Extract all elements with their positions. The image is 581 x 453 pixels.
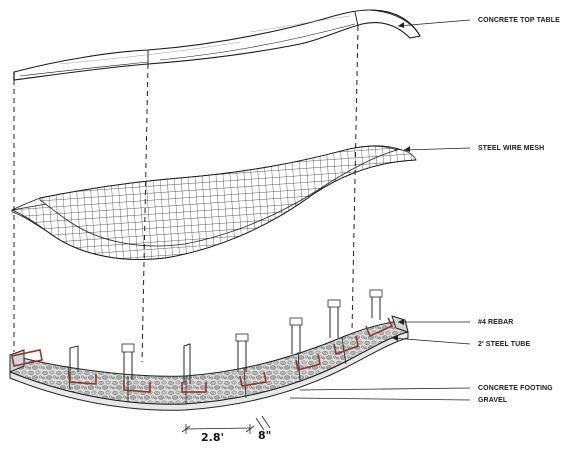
label-concrete-top-table: CONCRETE TOP TABLE <box>478 17 560 24</box>
dimension-marks <box>181 415 271 434</box>
dimension-spacing: 2.8' <box>201 431 224 444</box>
label-concrete-footing: CONCRETE FOOTING <box>478 385 553 392</box>
leader-lines <box>289 19 471 401</box>
dimension-width: 8" <box>258 429 271 442</box>
steel-tubes <box>11 317 394 393</box>
label-rebar: #4 REBAR <box>478 319 513 326</box>
label-steel-wire-mesh: STEEL WIRE MESH <box>478 145 544 152</box>
concrete-top-table <box>13 9 421 81</box>
label-gravel: GRAVEL <box>478 397 508 404</box>
rebar-uprights <box>69 289 383 384</box>
steel-wire-mesh <box>11 145 417 260</box>
projection-lines <box>13 25 359 363</box>
label-steel-tube: 2' STEEL TUBE <box>478 341 530 348</box>
